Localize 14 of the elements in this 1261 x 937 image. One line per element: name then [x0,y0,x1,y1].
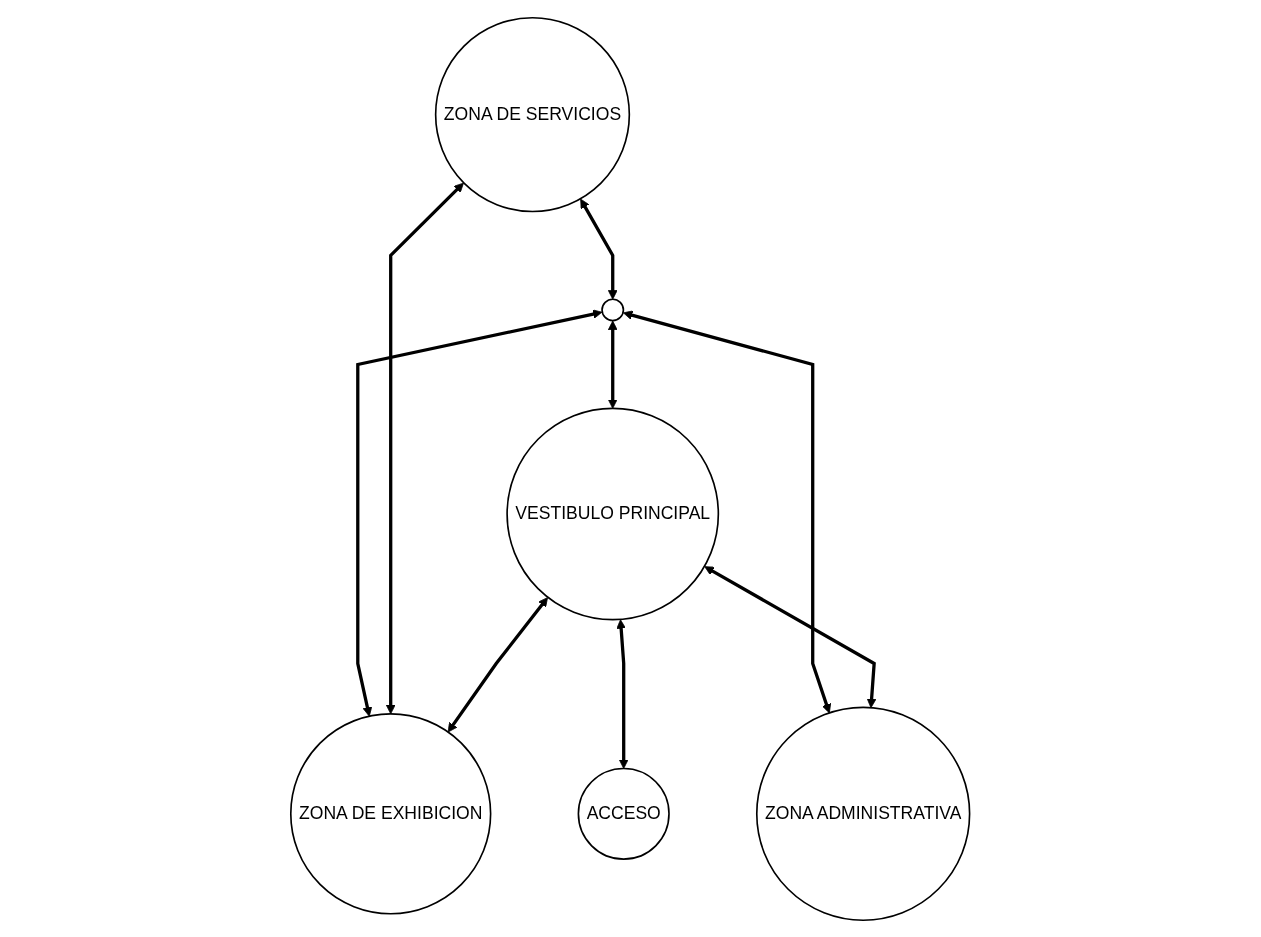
node-circle: VESTIBULO PRINCIPAL [506,407,720,620]
arrow [386,182,465,714]
arrow [616,618,629,769]
arrow [356,308,603,717]
arrow [447,596,549,732]
arrow [608,320,618,409]
node-circle: ZONA DE EXHIBICION [290,712,492,915]
arrow [580,198,618,300]
node-circle: ACCESO [577,767,671,860]
arrow [704,565,877,708]
node-circle: ZONA ADMINISTRATIVA [756,706,971,921]
arrow [623,309,832,713]
node-circle [601,297,625,321]
node-circle: ZONA DE SERVICIOS [435,16,631,212]
